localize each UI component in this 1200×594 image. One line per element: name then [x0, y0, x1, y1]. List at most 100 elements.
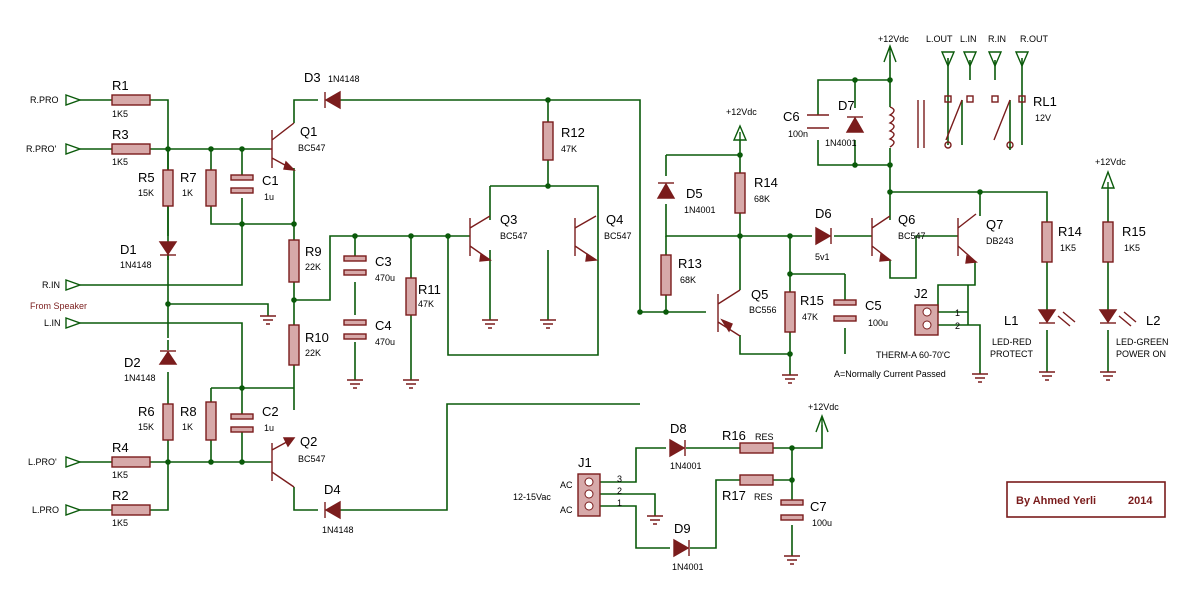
parts-q3-ref-label: Q3 — [500, 212, 517, 227]
parts-r3-val-label: 1K5 — [112, 157, 128, 167]
resistor-r6 — [162, 403, 174, 441]
parts-j2-pin2-label: 2 — [955, 321, 960, 331]
parts-r10-val-label: 22K — [305, 348, 321, 358]
parts-r6-ref-label: R6 — [138, 404, 155, 419]
parts-d7-val-label: 1N4001 — [825, 138, 857, 148]
parts-r14a-ref-label: R14 — [754, 175, 778, 190]
relay-nets-l-out-label: L.OUT — [926, 34, 953, 44]
parts-d6-val-label: 5v1 — [815, 252, 830, 262]
parts-r7-ref-label: R7 — [180, 170, 197, 185]
parts-j1-pin2-label: 2 — [617, 486, 622, 496]
labels: R.PRO R.PRO' R.IN From Speaker L.IN L.PR… — [26, 34, 1169, 572]
parts-q1-val-label: BC547 — [298, 143, 326, 153]
parts-q6-ref-label: Q6 — [898, 212, 915, 227]
net-r-in: R.IN — [42, 280, 60, 290]
parts-c7-val-label: 100u — [812, 518, 832, 528]
parts-j1-voltage-label: 12-15Vac — [513, 492, 551, 502]
resistor-r12 — [542, 121, 554, 161]
parts-q4-ref-label: Q4 — [606, 212, 623, 227]
parts-d8-val-label: 1N4001 — [670, 461, 702, 471]
parts-r14b-ref-label: R14 — [1058, 224, 1082, 239]
parts-d9-val-label: 1N4001 — [672, 562, 704, 572]
parts-r3-ref-label: R3 — [112, 127, 129, 142]
net-l-pro: L.PRO — [32, 505, 59, 515]
resistor-r14-right — [1041, 221, 1053, 263]
diodes — [158, 90, 865, 558]
parts-d3-ref-label: D3 — [304, 70, 321, 85]
parts-l2-ref-label: L2 — [1146, 313, 1160, 328]
connectors — [577, 304, 939, 517]
junctions — [165, 77, 983, 483]
parts-l2-val2-label: POWER ON — [1116, 349, 1166, 359]
parts-r1-val-label: 1K5 — [112, 109, 128, 119]
parts-r13-ref-label: R13 — [678, 256, 702, 271]
parts-c1-val-label: 1u — [264, 192, 274, 202]
capacitors — [230, 114, 857, 521]
parts-j1-ac1-label: AC — [560, 480, 573, 490]
parts-j1-ac2-label: AC — [560, 505, 573, 515]
parts-q5-val-label: BC556 — [749, 305, 777, 315]
parts-r17-val-label: RES — [754, 492, 773, 502]
parts-r9-val-label: 22K — [305, 262, 321, 272]
supply-v4-label: +12Vdc — [808, 402, 839, 412]
parts-r9-ref-label: R9 — [305, 244, 322, 259]
resistor-r8 — [205, 401, 217, 441]
parts-r15a-ref-label: R15 — [800, 293, 824, 308]
relay-rl1 — [888, 95, 1026, 150]
parts-rl1-ref-label: RL1 — [1033, 94, 1057, 109]
resistor-r17 — [739, 474, 774, 486]
resistor-r7 — [205, 169, 217, 207]
parts-r8-val-label: 1K — [182, 422, 193, 432]
parts-c3-val-label: 470u — [375, 273, 395, 283]
parts-r14a-val-label: 68K — [754, 194, 770, 204]
net-r-pro-prime: R.PRO' — [26, 144, 57, 154]
parts-c6-val-label: 100n — [788, 129, 808, 139]
resistor-r15-left — [784, 291, 796, 333]
parts-q4-val-label: BC547 — [604, 231, 632, 241]
parts-r1-ref-label: R1 — [112, 78, 129, 93]
parts-r4-val-label: 1K5 — [112, 470, 128, 480]
parts-r4-ref-label: R4 — [112, 440, 129, 455]
transistors — [270, 122, 979, 488]
parts-j2-ref-label: J2 — [914, 286, 928, 301]
parts-r5-ref-label: R5 — [138, 170, 155, 185]
parts-r5-val-label: 15K — [138, 188, 154, 198]
parts-c2-val-label: 1u — [264, 423, 274, 433]
parts-r6-val-label: 15K — [138, 422, 154, 432]
parts-r10-ref-label: R10 — [305, 330, 329, 345]
net-l-in: L.IN — [44, 318, 61, 328]
parts-r11-val-label: 47K — [418, 299, 434, 309]
parts-c7-ref-label: C7 — [810, 499, 827, 514]
parts-q2-val-label: BC547 — [298, 454, 326, 464]
parts-j2-pin1-label: 1 — [955, 308, 960, 318]
parts-j2-note1-label: THERM-A 60-70'C — [876, 350, 951, 360]
parts-d1-val-label: 1N4148 — [120, 260, 152, 270]
parts-l2-val1-label: LED-GREEN — [1116, 337, 1169, 347]
resistors — [111, 94, 1114, 516]
resistor-r15-right — [1102, 221, 1114, 263]
parts-q3-val-label: BC547 — [500, 231, 528, 241]
parts-r15b-val-label: 1K5 — [1124, 243, 1140, 253]
parts-d5-val-label: 1N4001 — [684, 205, 716, 215]
leds — [1037, 309, 1137, 327]
parts-r14b-val-label: 1K5 — [1060, 243, 1076, 253]
parts-r15b-ref-label: R15 — [1122, 224, 1146, 239]
parts-c2-ref-label: C2 — [262, 404, 279, 419]
from-speaker-label: From Speaker — [30, 301, 87, 311]
parts-c5-ref-label: C5 — [865, 298, 882, 313]
parts-q7-val-label: DB243 — [986, 236, 1014, 246]
parts-r8-ref-label: R8 — [180, 404, 197, 419]
parts-d2-ref-label: D2 — [124, 355, 141, 370]
parts-l1-val2-label: PROTECT — [990, 349, 1034, 359]
parts-c6-ref-label: C6 — [783, 109, 800, 124]
parts-rl1-val-label: 12V — [1035, 113, 1051, 123]
resistor-r3 — [111, 143, 151, 155]
parts-j1-ref-label: J1 — [578, 455, 592, 470]
parts-l1-val1-label: LED-RED — [992, 337, 1032, 347]
parts-q5-ref-label: Q5 — [751, 287, 768, 302]
resistor-r1 — [111, 94, 151, 106]
power-arrows — [65, 44, 1116, 516]
parts-d5-ref-label: D5 — [686, 186, 703, 201]
